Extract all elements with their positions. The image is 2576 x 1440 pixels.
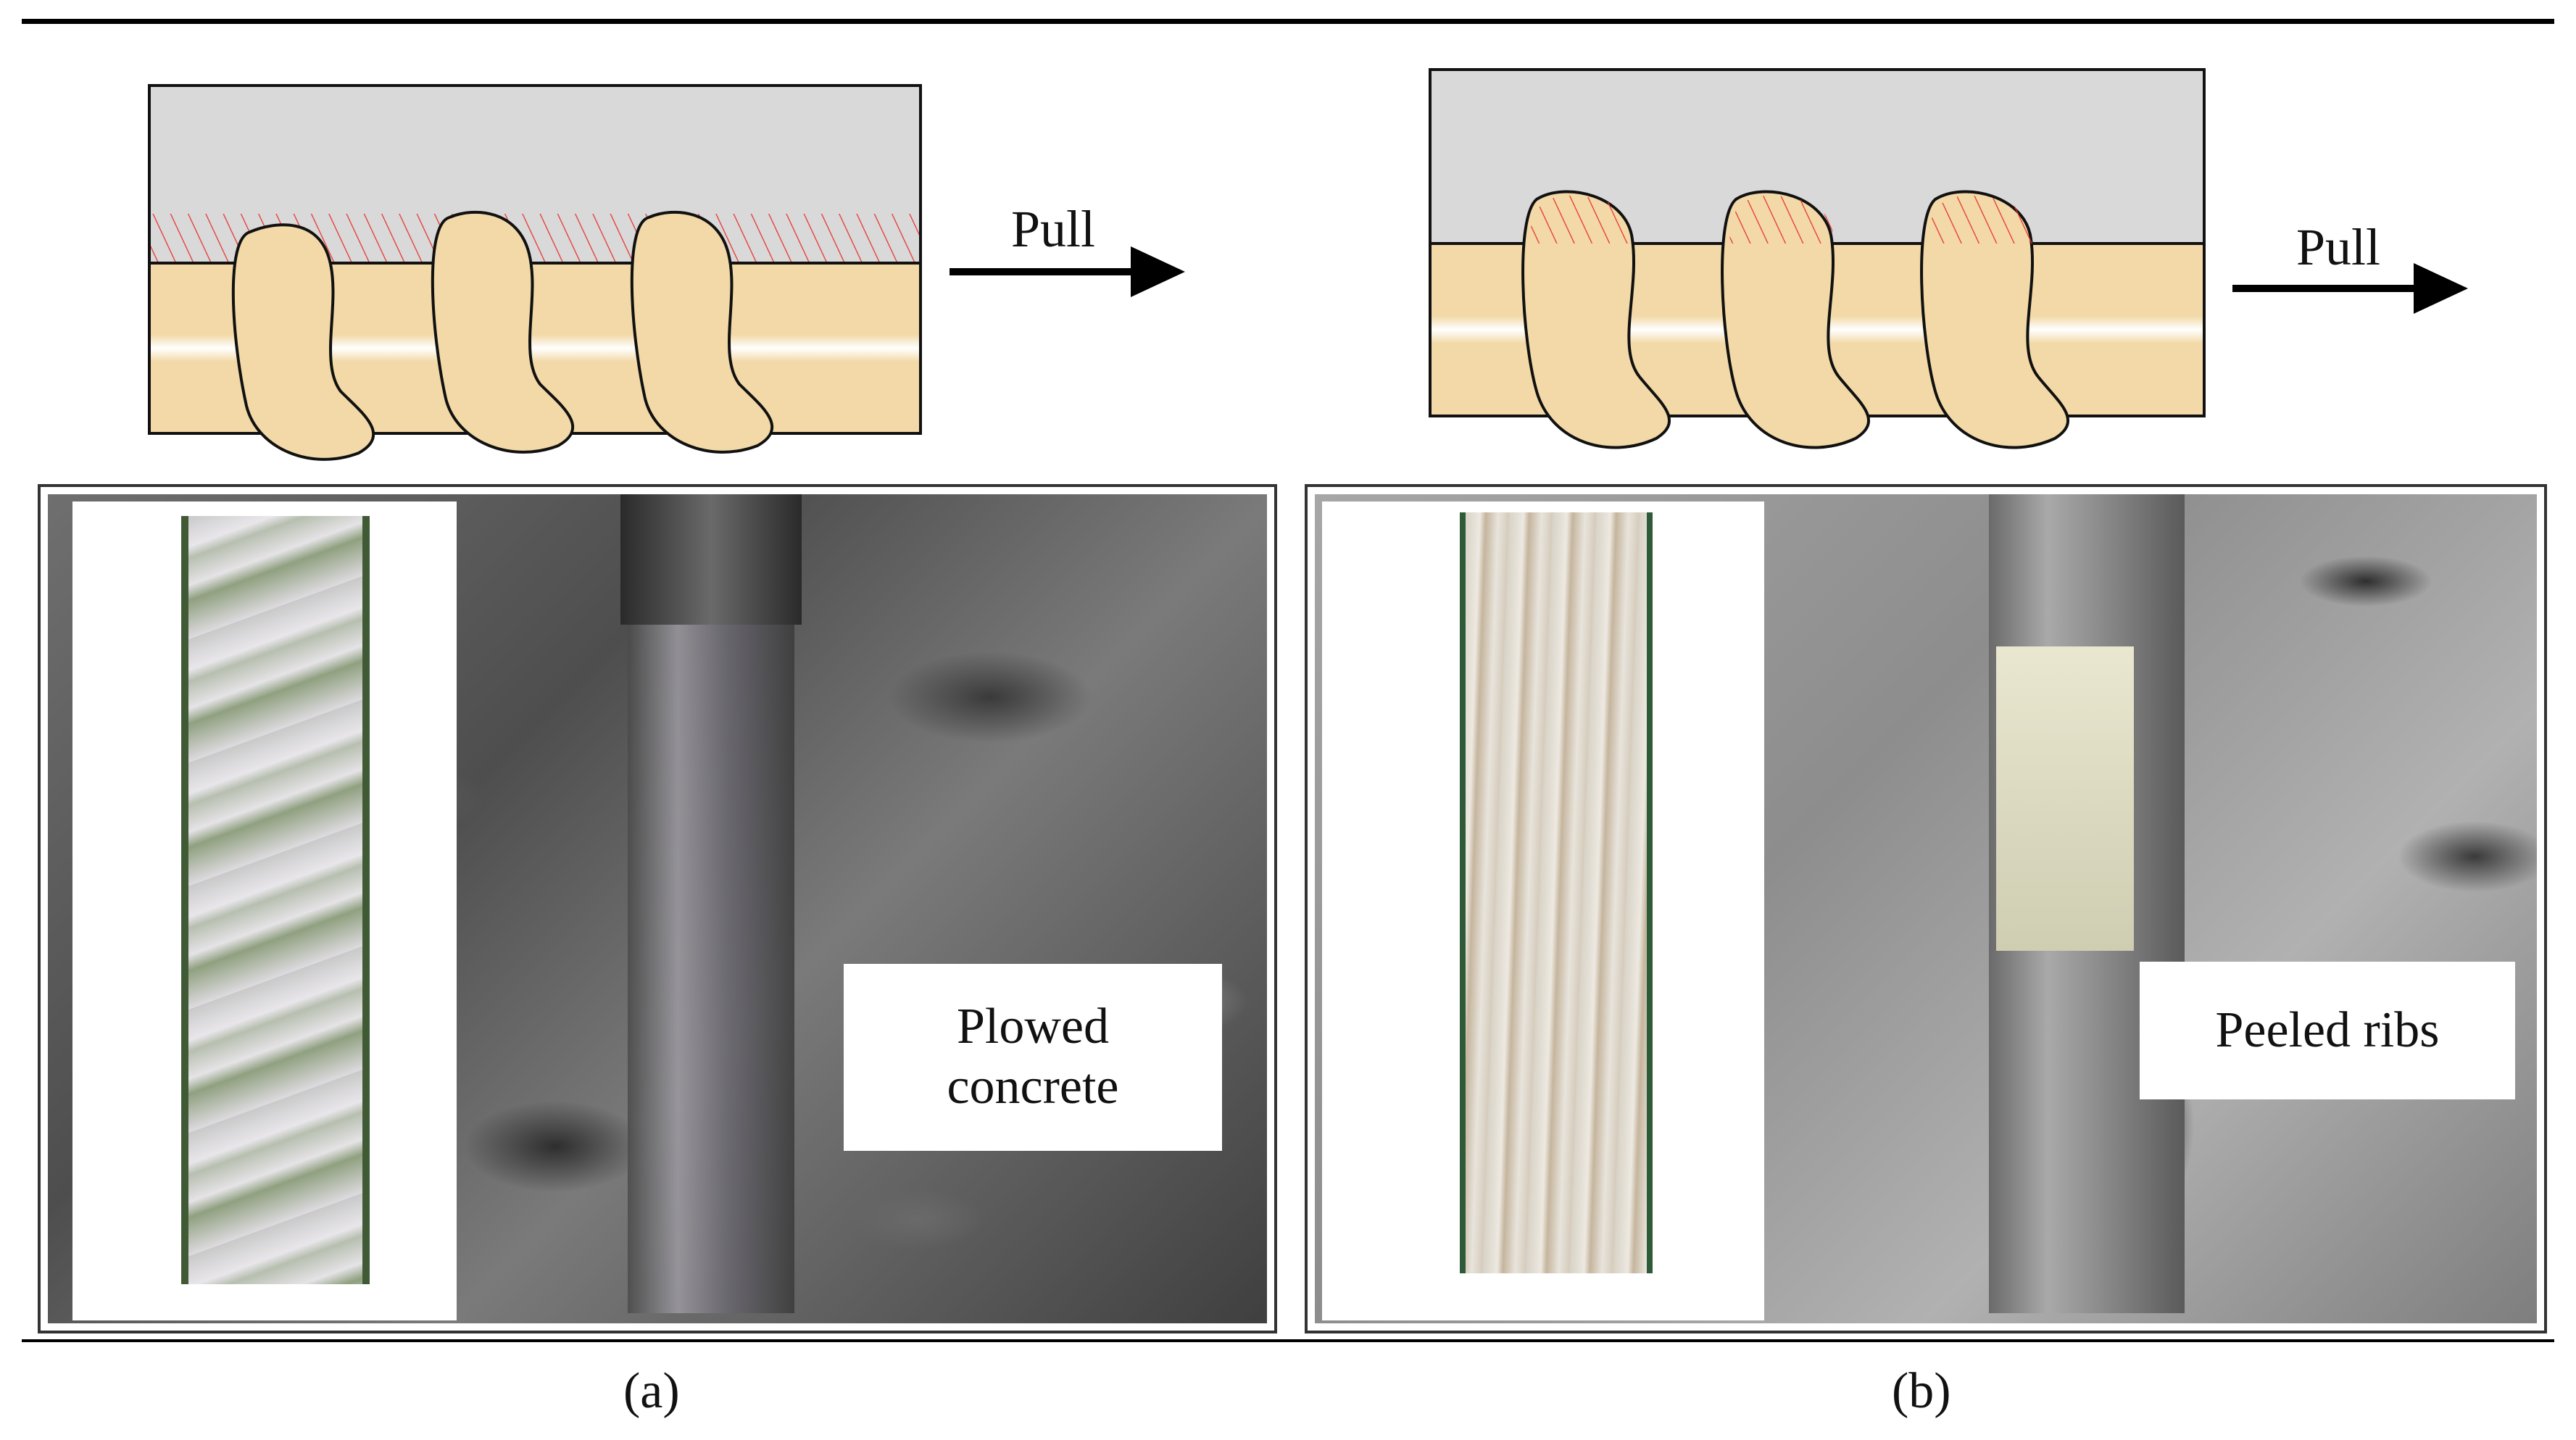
photo-panel-b: Peeled ribs — [1305, 484, 2547, 1333]
schematic-b: Pull — [1429, 68, 2468, 449]
pull-arrowhead-a — [1131, 246, 1185, 297]
top-rule — [22, 19, 2554, 24]
rib-a-1 — [231, 223, 375, 461]
bar-stub-a — [620, 494, 802, 625]
hatched-rib-cap-b-2 — [1729, 195, 1834, 244]
peeled-rib-patch-b — [1996, 646, 2134, 951]
photo-b-content: Peeled ribs — [1315, 494, 2537, 1323]
pull-label-b: Pull — [2296, 218, 2380, 276]
pull-label-a: Pull — [1011, 200, 1095, 258]
pull-arrowhead-b — [2414, 263, 2468, 314]
rebar-inset-b — [1322, 501, 1764, 1320]
rebar-inset-a — [72, 501, 457, 1320]
ribs-a — [231, 210, 774, 461]
schematic-a: Pull — [148, 84, 1185, 461]
ribs-b — [1521, 190, 2070, 449]
hatched-rib-cap-b-3 — [1929, 195, 2033, 244]
bar-trace-a — [628, 494, 794, 1313]
bottom-rule — [22, 1339, 2554, 1342]
rib-a-3 — [630, 210, 774, 454]
rebar-specimen-b — [1460, 512, 1653, 1273]
photo-label-b: Peeled ribs — [2140, 962, 2515, 1099]
rib-a-2 — [431, 210, 575, 454]
rebar-specimen-a — [181, 516, 370, 1284]
caption-b: (b) — [1892, 1363, 1951, 1419]
hatched-rib-cap-b-1 — [1530, 195, 1634, 244]
caption-a: (a) — [623, 1363, 680, 1419]
